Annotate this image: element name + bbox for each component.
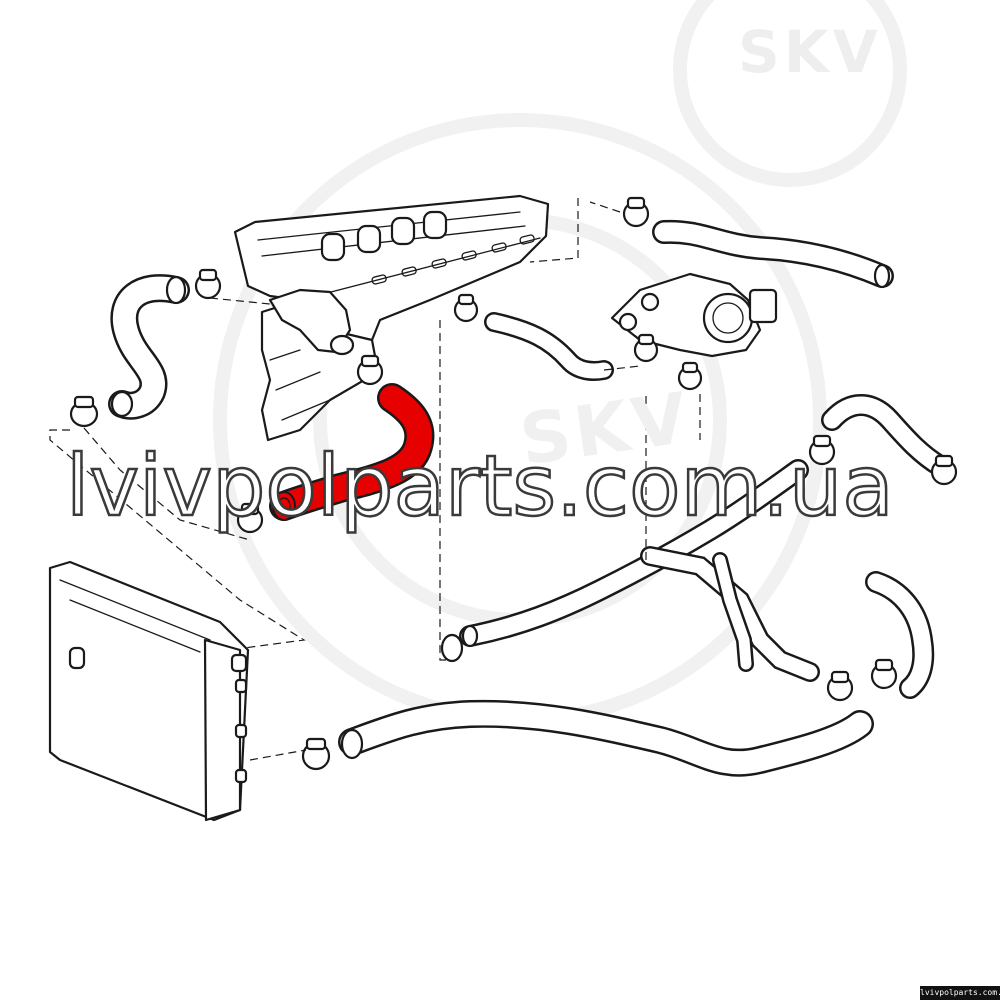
clamp-icon: [677, 361, 703, 391]
clamp-icon: [930, 454, 958, 486]
clamp-icon: [808, 434, 836, 466]
clamp-icon: [826, 670, 854, 702]
hose-clamps: [69, 196, 958, 771]
clamp-icon: [194, 268, 222, 300]
leader-lines: [49, 198, 701, 761]
highlighted-radiator-hose: [269, 383, 435, 521]
clamp-icon: [236, 502, 264, 534]
clamp-icon: [301, 737, 331, 771]
valve-cover-bosses: [320, 210, 448, 262]
clamp-icon: [870, 658, 898, 690]
clamp-icon: [356, 354, 384, 386]
engine-block: [233, 194, 550, 442]
clamp-icon: [453, 293, 479, 323]
radiator: [48, 560, 250, 822]
manifold-slots: [371, 234, 535, 285]
site-watermark-text: lvivpolparts.com.ua: [65, 436, 895, 537]
clamp-icon: [633, 333, 659, 363]
clamp-icon: [622, 196, 650, 228]
clamp-icon: [69, 395, 99, 428]
coolant-hoses: [108, 219, 951, 777]
skv-watermark-logo: SKV: [738, 18, 882, 86]
footer-site-label: lvivpolparts.com.ua: [920, 986, 1000, 1000]
